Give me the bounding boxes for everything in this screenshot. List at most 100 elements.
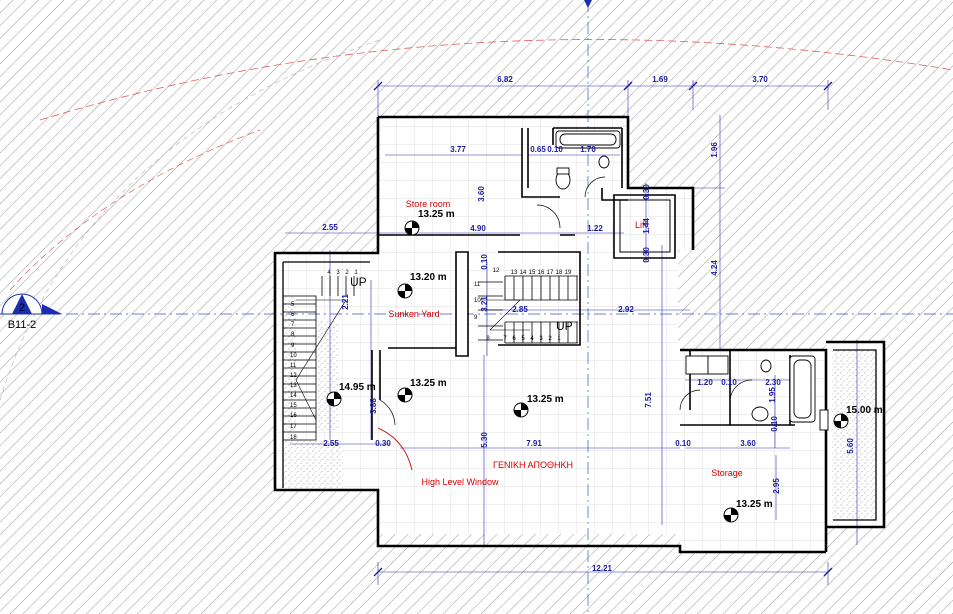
room-label-general-storage: ΓΕΝΙΚΗ ΑΠΟΘΗΚΗ <box>493 460 573 470</box>
stair-step-number: 2 <box>345 270 349 276</box>
stair-step-number: 8 <box>291 332 295 338</box>
stair-step-number: 4 <box>327 270 331 276</box>
dim-label: 1.20 <box>697 378 713 387</box>
stair-step-number: 9 <box>474 315 478 321</box>
center-stair <box>478 275 578 344</box>
gravel-zones <box>283 296 876 520</box>
stair-step-number: 14 <box>520 270 527 276</box>
grid-marker-top <box>584 0 592 8</box>
stair-step-number: 17 <box>547 270 554 276</box>
dim-label: 12.21 <box>592 564 613 573</box>
room-label-sunken-yard: Sunken Yard <box>388 309 439 319</box>
property-line-upper <box>39 39 953 121</box>
dim-label: 7.51 <box>644 392 653 408</box>
stair-step-number: 10 <box>290 353 297 359</box>
dim-label: 3.21 <box>480 296 489 312</box>
level-label: 13.25 m <box>418 209 455 220</box>
stair-step-number: 17 <box>290 424 297 430</box>
stair-step-number: 3 <box>336 270 340 276</box>
stair-step-number: 12 <box>290 373 297 379</box>
dim-label: 7.91 <box>526 439 542 448</box>
dim-label: 2.55 <box>323 439 339 448</box>
dimension-ticks <box>373 81 833 577</box>
level-label: 13.25 m <box>736 499 773 510</box>
dim-label: 0.10 <box>480 254 489 270</box>
section-number: 2 <box>19 302 25 314</box>
stair-step-number: 10 <box>474 298 481 304</box>
bathroom-fixtures <box>555 130 829 431</box>
dim-label: 0.10 <box>721 378 737 387</box>
dim-label: 0.10 <box>770 416 779 432</box>
stair-step-number: 5 <box>521 336 525 342</box>
level-marker: 13.25 m <box>723 499 773 523</box>
level-markers: 13.25 m 13.20 m 14.95 m 13.25 m 13.25 m … <box>326 209 883 523</box>
stair-step-number: 9 <box>291 343 295 349</box>
dim-label: 2.95 <box>772 478 781 494</box>
left-stair <box>282 276 355 441</box>
level-marker: 14.95 m <box>326 382 376 407</box>
level-label: 13.20 m <box>410 272 447 283</box>
stair-step-number: 15 <box>290 403 297 409</box>
stair-step-number: 8 <box>486 336 490 342</box>
dim-label: 5.30 <box>480 432 489 448</box>
dim-label: 2.55 <box>322 223 338 232</box>
level-marker: 13.25 m <box>397 378 447 403</box>
walls <box>273 115 886 554</box>
level-label: 13.25 m <box>527 394 564 405</box>
room-label-lift: Lift <box>635 220 648 230</box>
level-label: 15.00 m <box>846 405 883 416</box>
room-labels: Store room Sunken Yard Lift ΓΕΝΙΚΗ ΑΠΟΘΗ… <box>388 199 742 487</box>
level-label: 13.25 m <box>410 378 447 389</box>
section-sheet: B11-2 <box>8 319 37 331</box>
stair-numbers: 4 3 2 1 5 6 7 8 9 10 11 12 13 14 15 16 1… <box>290 268 572 441</box>
dim-label: 2.21 <box>341 294 350 310</box>
dim-label: 1.96 <box>710 142 719 158</box>
stair-step-number: 16 <box>290 413 297 419</box>
circle-arc <box>0 39 381 401</box>
dim-label: 1.95 <box>768 387 777 403</box>
dim-label: 2.30 <box>765 378 781 387</box>
dim-label: 1.44 <box>642 218 651 234</box>
stair-step-number: 15 <box>529 270 536 276</box>
door-swings <box>379 176 753 426</box>
stair-step-number: 2 <box>548 336 552 342</box>
room-label-storage: Storage <box>711 468 743 478</box>
dim-label: 2.85 <box>512 305 528 314</box>
level-marker: 13.20 m <box>397 272 447 299</box>
dimension-labels: 6.82 1.69 3.70 3.77 0.65 0.10 1.70 3.60 … <box>322 75 855 573</box>
window-arc <box>377 427 413 471</box>
dim-label: 1.69 <box>652 75 668 84</box>
level-marker: 13.25 m <box>513 394 564 418</box>
dim-label: 3.77 <box>450 145 466 154</box>
dim-label: 1.70 <box>580 145 596 154</box>
level-marker: 13.25 m <box>404 209 455 236</box>
dim-label: 0.65 <box>530 145 546 154</box>
stair-step-number: 13 <box>290 383 297 389</box>
stair-step-number: 14 <box>290 393 297 399</box>
dim-label: 4.90 <box>470 224 486 233</box>
level-label: 14.95 m <box>339 382 376 393</box>
stair-step-number: 18 <box>290 435 297 441</box>
stair-step-number: 11 <box>474 282 481 288</box>
stair-step-number: 12 <box>493 268 500 274</box>
stair-step-number: 6 <box>291 312 295 318</box>
stair-step-number: 1 <box>354 270 358 276</box>
dim-label: 0.30 <box>642 184 651 200</box>
dim-label: 1.22 <box>587 224 603 233</box>
dimension-lines <box>285 80 858 585</box>
room-label-high-level-window: High Level Window <box>421 477 499 487</box>
dim-label: 3.70 <box>752 75 768 84</box>
dim-label: 6.82 <box>497 75 513 84</box>
dim-label: 0.10 <box>675 439 691 448</box>
stair-step-number: 7 <box>503 336 507 342</box>
stair-step-number: 1 <box>557 336 561 342</box>
stair-step-number: 13 <box>511 270 518 276</box>
dim-label: 3.60 <box>477 186 486 202</box>
stair-step-number: 6 <box>512 336 516 342</box>
section-marker: 2 B11-2 <box>0 293 62 331</box>
dim-label: 3.88 <box>369 398 378 414</box>
room-label-store-room: Store room <box>406 199 451 209</box>
property-line-lower <box>9 129 261 291</box>
